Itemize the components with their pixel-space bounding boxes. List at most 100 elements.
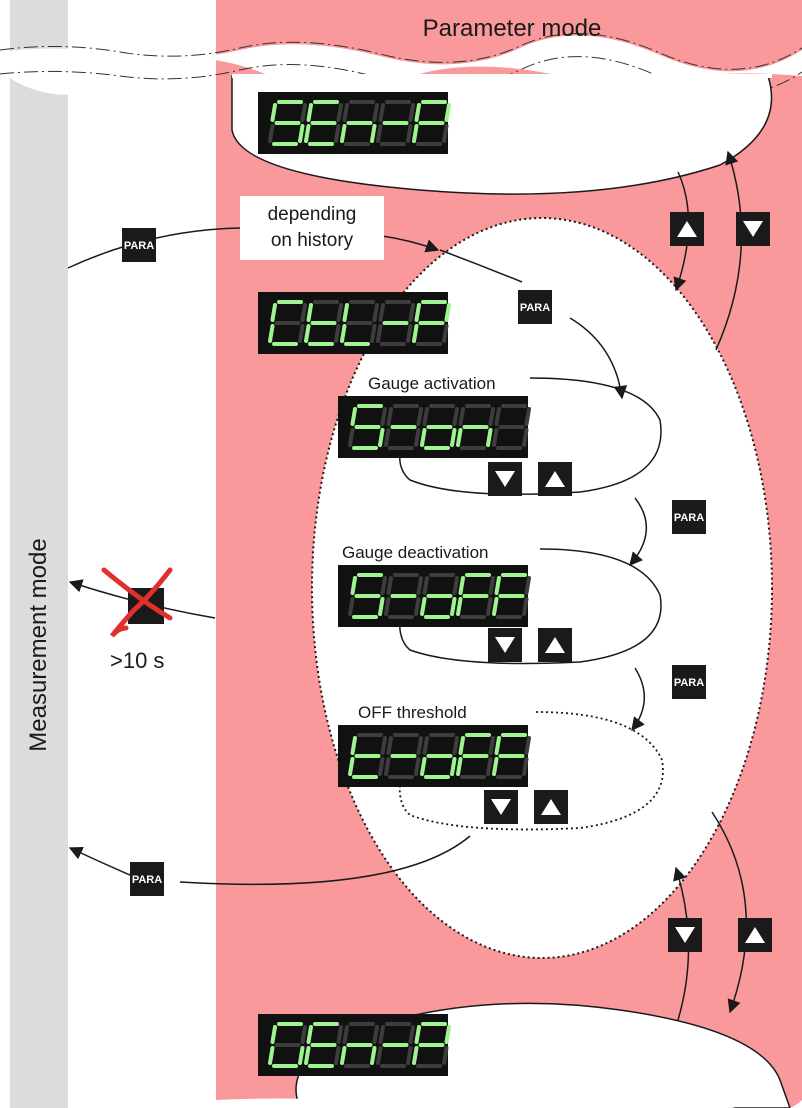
para-key-label: PARA (520, 302, 550, 314)
segment (444, 1025, 451, 1044)
segment (270, 303, 277, 322)
down-triangle-icon (675, 927, 695, 943)
display-digit (384, 404, 423, 450)
segment (304, 324, 311, 343)
up-key-s-on[interactable] (538, 462, 572, 496)
display-ctl-p (258, 292, 451, 354)
torn-edge-line-top (0, 33, 802, 70)
display-digit (412, 300, 451, 346)
segment (442, 324, 449, 343)
segment (384, 428, 391, 447)
up-key-s-off[interactable] (538, 628, 572, 662)
display-digit (412, 100, 451, 146)
display-digit (268, 100, 307, 146)
up-key-t-off[interactable] (534, 790, 568, 824)
display-digit (348, 733, 387, 779)
para-key-exit[interactable]: PARA (130, 862, 164, 896)
display-digit (376, 100, 415, 146)
display-digit (304, 100, 343, 146)
segment (414, 303, 421, 322)
key-frame (130, 862, 164, 896)
arrow-history-to-ellipse (381, 235, 440, 253)
segment (378, 757, 385, 776)
segment (420, 428, 427, 447)
segment (304, 124, 311, 143)
display-digit (340, 100, 379, 146)
segment (442, 1046, 449, 1065)
depending-label-box (240, 196, 384, 260)
segment (348, 597, 355, 616)
segment (370, 124, 377, 143)
segment (452, 576, 459, 595)
segment (336, 1025, 343, 1044)
segment (372, 303, 379, 322)
segment (372, 103, 379, 122)
arrow-to-ctl-para (439, 249, 523, 283)
para-key-ctl[interactable]: PARA (518, 290, 552, 324)
display-digit (268, 300, 307, 346)
down-key-s-off[interactable] (488, 628, 522, 662)
para-key-s-off[interactable]: PARA (672, 665, 706, 699)
segment (270, 103, 277, 122)
display-digit (348, 404, 387, 450)
segment (456, 597, 463, 616)
segment (378, 428, 385, 447)
segment (458, 576, 465, 595)
down-key-s-on[interactable] (488, 462, 522, 496)
display-digit (304, 1022, 343, 1068)
depending-label-line1: depending (268, 204, 357, 225)
display-digit (340, 300, 379, 346)
segment (378, 303, 385, 322)
down-key-top[interactable] (736, 212, 770, 246)
segment (386, 736, 393, 755)
display-layer (258, 92, 531, 1076)
display-digit (492, 733, 531, 779)
depending-label-line2: on history (271, 230, 354, 251)
segment (268, 124, 275, 143)
segment (340, 124, 347, 143)
parameter-mode-title: Parameter mode (423, 15, 602, 42)
down-key-t-off[interactable] (484, 790, 518, 824)
key-frame (518, 290, 552, 324)
segment (408, 303, 415, 322)
down-triangle-icon (491, 799, 511, 815)
segment (486, 597, 493, 616)
up-key-bottom[interactable] (738, 918, 772, 952)
up-key-top[interactable] (670, 212, 704, 246)
segment (408, 1025, 415, 1044)
segment (444, 303, 451, 322)
para-key-entry[interactable]: PARA (122, 228, 156, 262)
segment (420, 597, 427, 616)
segment (334, 324, 341, 343)
segment (452, 736, 459, 755)
segment (522, 428, 529, 447)
segment (488, 736, 495, 755)
down-key-bottom[interactable] (668, 918, 702, 952)
segment (414, 1025, 421, 1044)
segment (408, 103, 415, 122)
segment (420, 757, 427, 776)
display-digit (492, 404, 531, 450)
segment (384, 597, 391, 616)
cancel-cross-icon (101, 567, 173, 638)
key-frame (672, 500, 706, 534)
segment (488, 407, 495, 426)
arrow-s-off-to-t-off (631, 667, 646, 732)
off-threshold-label: OFF threshold (358, 703, 467, 722)
arrow-top-up (715, 150, 743, 351)
segment (412, 124, 419, 143)
segment (412, 324, 419, 343)
segment (452, 407, 459, 426)
segment (488, 576, 495, 595)
segment (522, 757, 529, 776)
segment (350, 736, 357, 755)
segment (486, 428, 493, 447)
arrow-para-to-s-on (569, 317, 628, 400)
segment (414, 103, 421, 122)
para-key-label: PARA (674, 677, 704, 689)
arrow-bottom-down (711, 811, 748, 1014)
segment (376, 1046, 383, 1065)
arrow-s-on-to-s-off (629, 497, 648, 567)
segment (370, 324, 377, 343)
para-key-s-on[interactable]: PARA (672, 500, 706, 534)
